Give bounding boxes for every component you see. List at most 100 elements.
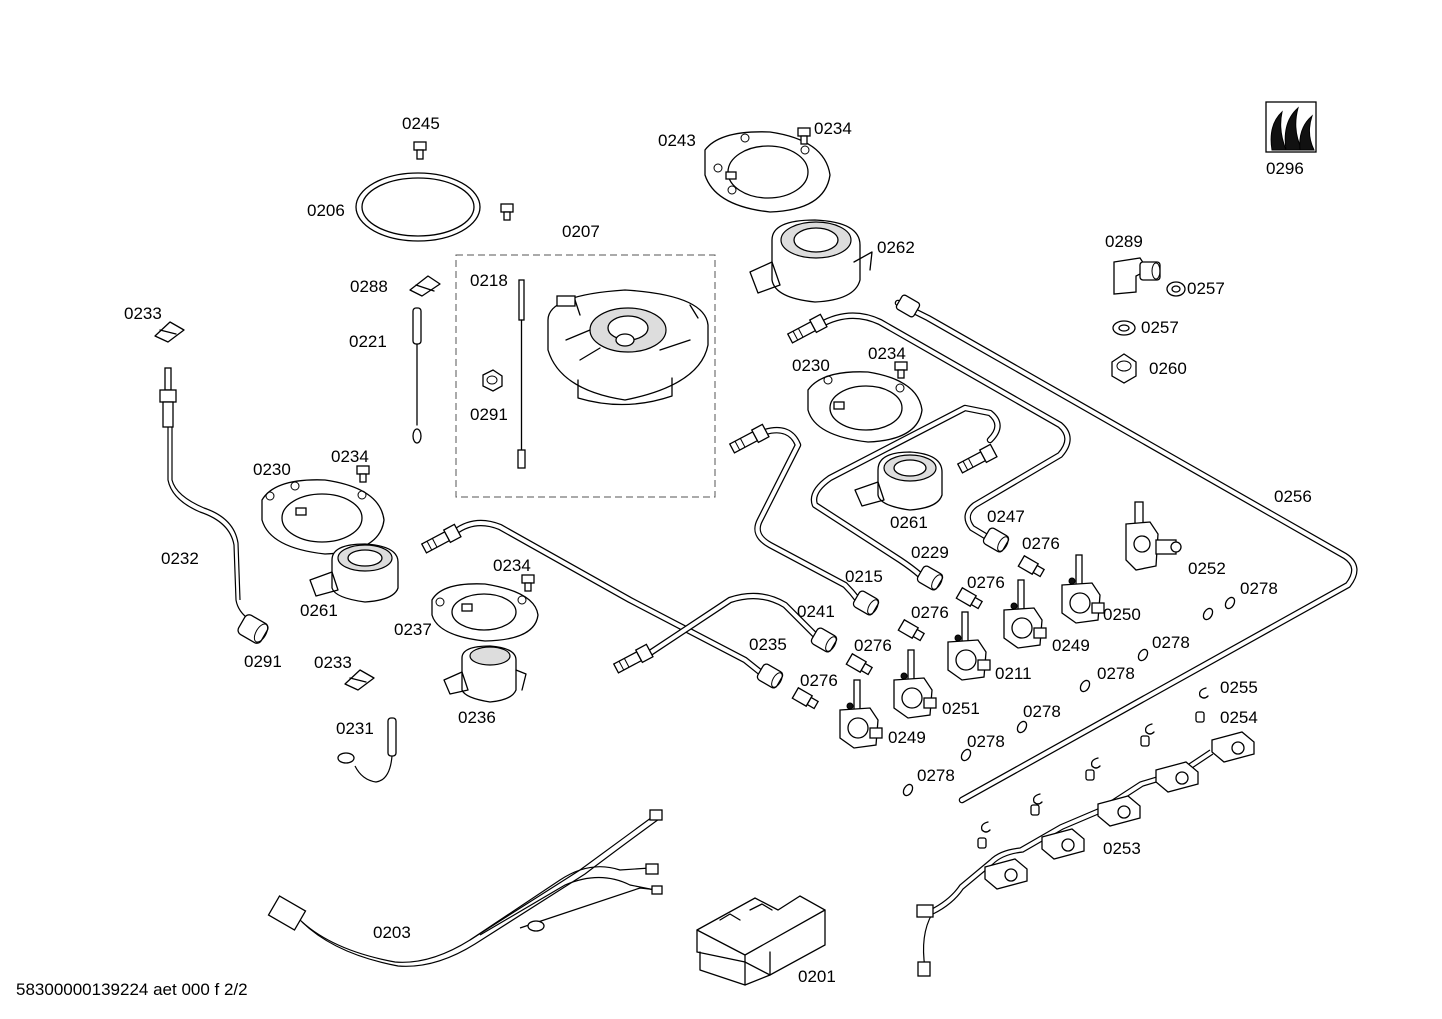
screw-0234-left [356,465,370,483]
gas-pipes [451,299,1358,804]
valve-0252 [1125,501,1182,571]
nut-0260 [1111,353,1137,384]
gas-valves [839,501,1182,749]
nut-0291-bottom [237,614,269,644]
injectors-0276 [791,554,1046,710]
label-0278-b: 0278 [1152,633,1190,652]
clips-0255 [980,687,1209,833]
clip-0233-bottom [344,669,375,691]
thermocouple-0232 [159,367,269,644]
label-0203: 0203 [373,923,411,942]
label-0291-bottom: 0291 [244,652,282,671]
label-0278-a: 0278 [1240,579,1278,598]
label-0233-bottom: 0233 [314,653,352,672]
label-0276-c: 0276 [911,603,949,622]
label-0288: 0288 [350,277,388,296]
label-0252: 0252 [1188,559,1226,578]
label-0296: 0296 [1266,159,1304,178]
pipe-nozzles [420,294,1010,689]
screws-0254 [977,711,1205,849]
screw-0206-right [500,203,514,221]
label-0215: 0215 [845,567,883,586]
washer-0257-top [1166,281,1186,297]
label-0276-a: 0276 [1022,534,1060,553]
label-0291-top: 0291 [470,405,508,424]
burner-body-0207 [547,289,709,406]
label-0261-left: 0261 [300,601,338,620]
gasket-0237 [431,583,539,642]
label-0234-top: 0234 [814,119,852,138]
label-0261-right: 0261 [890,513,928,532]
gasket-0230-right [807,371,923,443]
label-0231: 0231 [336,719,374,738]
screw-0234-mid [521,574,535,592]
valve-0249-bottom [839,679,883,749]
label-0247: 0247 [987,507,1025,526]
label-0276-b: 0276 [967,573,1005,592]
nut-0291-top [482,369,503,392]
elbow-fitting-0289 [1113,257,1161,295]
thermocouple-0218 [517,279,526,469]
label-0278-d: 0278 [1023,702,1061,721]
screw-0234-right [894,361,908,379]
label-0253: 0253 [1103,839,1141,858]
burner-cup-0261-right [854,451,943,511]
label-0245: 0245 [402,114,440,133]
label-0278-c: 0278 [1097,664,1135,683]
burner-cup-0261-left [309,543,399,603]
label-0276-d: 0276 [854,636,892,655]
label-0201: 0201 [798,967,836,986]
label-0254: 0254 [1220,708,1258,727]
electrode-0231 [337,717,397,783]
screw-0234-top [797,127,811,145]
label-0235: 0235 [749,635,787,654]
label-0256: 0256 [1274,487,1312,506]
label-0234-left: 0234 [331,447,369,466]
label-0232: 0232 [161,549,199,568]
burner-cup-0236 [443,645,527,703]
burner-ring-0206 [355,172,481,242]
valve-0211 [947,611,991,681]
gasket-0243 [704,131,831,213]
clip-0288 [409,275,441,297]
valve-0249-top [1003,579,1047,649]
burner-cup-0262 [749,219,873,303]
ignition-module-0201 [696,895,826,986]
label-0278-e: 0278 [967,732,1005,751]
assembly-box-0207 [455,254,716,498]
orings-0278 [902,596,1236,797]
label-0289: 0289 [1105,232,1143,251]
label-0241: 0241 [797,602,835,621]
label-0249-top: 0249 [1052,636,1090,655]
label-0211: 0211 [995,664,1032,683]
electrode-0221 [412,307,422,444]
label-0278-f: 0278 [917,766,955,785]
label-0251: 0251 [942,699,980,718]
valve-0251 [893,649,937,719]
wiring-harness-0203 [267,809,663,967]
washer-0257-bottom [1112,320,1136,336]
ignition-harness-0253 [916,731,1255,977]
label-0221: 0221 [349,332,387,351]
label-0257-top: 0257 [1187,279,1225,298]
gasket-0230-left [261,479,385,555]
label-0207: 0207 [562,222,600,241]
label-0255: 0255 [1220,678,1258,697]
valve-0250 [1061,554,1105,624]
part-labels: 0245 0206 0207 0218 0288 0221 0291 0243 … [124,114,1312,986]
label-0262: 0262 [877,238,915,257]
label-0234-mid: 0234 [493,556,531,575]
label-0206: 0206 [307,201,345,220]
clip-0233-top [154,321,185,343]
label-0230-right: 0230 [792,356,830,375]
document-footer-code: 58300000139224 aet 000 f 2/2 [16,980,248,999]
screw-0245 [413,141,427,160]
label-0250: 0250 [1103,605,1141,624]
label-0230-left: 0230 [253,460,291,479]
label-0249-bottom: 0249 [888,728,926,747]
label-0236: 0236 [458,708,496,727]
label-0257-bottom: 0257 [1141,318,1179,337]
label-0229: 0229 [911,543,949,562]
label-0234-right: 0234 [868,344,906,363]
